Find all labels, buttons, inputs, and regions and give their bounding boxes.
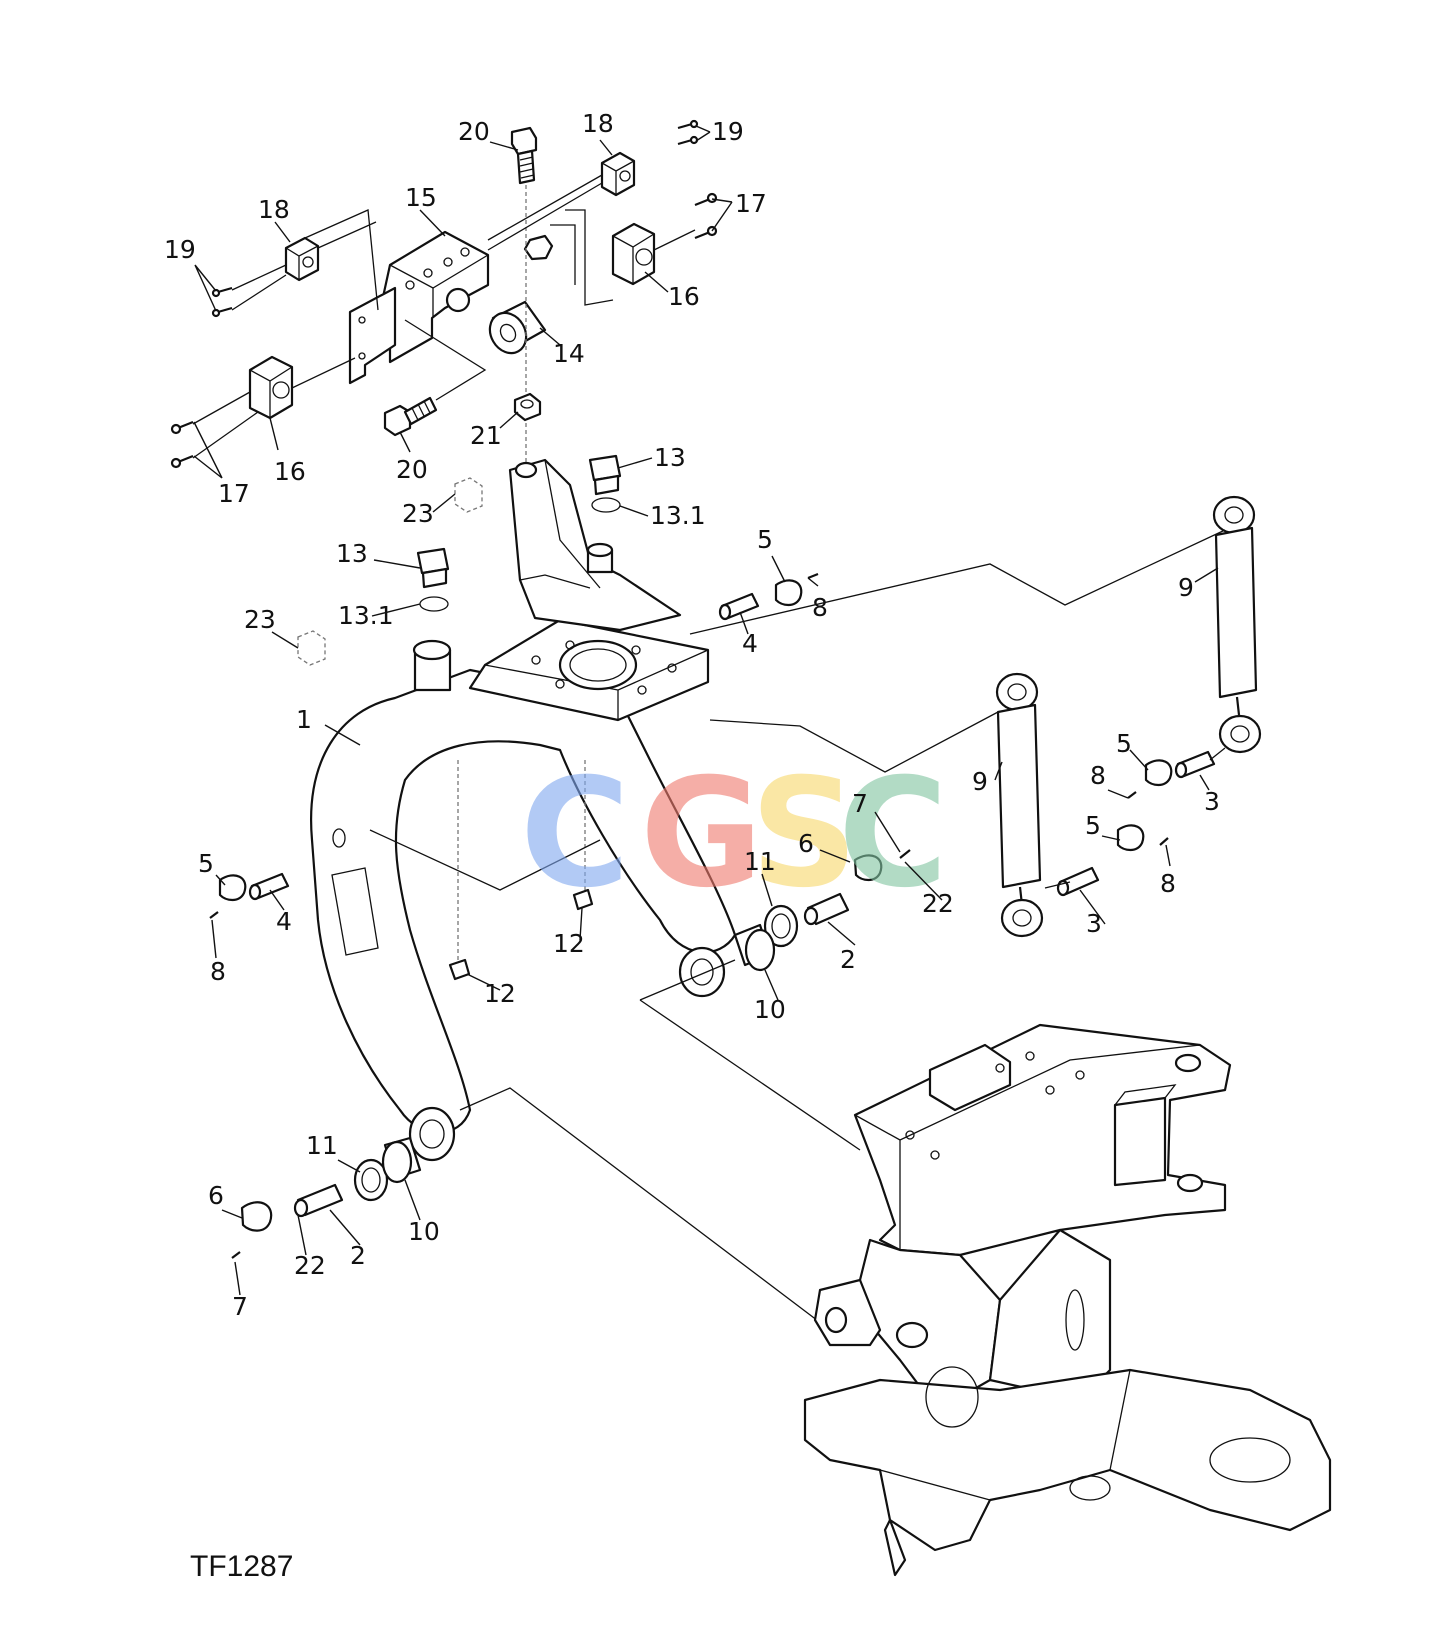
callout-label: 18 [258, 195, 290, 224]
callout-label: 18 [582, 109, 614, 138]
callout-label: 11 [744, 847, 776, 876]
callout-label: 3 [1204, 787, 1220, 816]
figure-code: TF1287 [190, 1550, 293, 1583]
callout-label: 9 [1178, 573, 1194, 602]
callout-leaders [193, 125, 1219, 1296]
callout-label: 6 [208, 1181, 224, 1210]
callout-labels: 20 18 19 18 19 15 17 16 14 16 17 20 21 1… [164, 109, 1220, 1321]
callout-label: 19 [712, 117, 744, 146]
watermark-letter: C [838, 747, 948, 921]
callout-label: 13 [654, 443, 686, 472]
callout-label: 7 [852, 789, 868, 818]
callout-label: 3 [1086, 909, 1102, 938]
callout-label: 12 [484, 979, 516, 1008]
callout-label: 20 [396, 455, 428, 484]
callout-label: 17 [735, 189, 767, 218]
callout-label: 13 [336, 539, 368, 568]
callout-label: 7 [232, 1292, 248, 1321]
callout-label: 5 [757, 525, 773, 554]
mounting-bracket-assembly [170, 119, 718, 469]
watermark-letter: G [640, 747, 763, 921]
callout-label: 23 [402, 499, 434, 528]
callout-label: 2 [350, 1241, 366, 1270]
callout-label: 11 [306, 1131, 338, 1160]
assembly-guide-lines [369, 529, 1226, 1331]
callout-label: 10 [754, 995, 786, 1024]
swing-arm [310, 458, 737, 1162]
pin-set [209, 572, 1216, 1259]
callout-label: 8 [1090, 761, 1106, 790]
callout-label: 17 [218, 479, 250, 508]
watermark: C G S C [520, 747, 948, 921]
chassis-frame [803, 1023, 1332, 1577]
callout-label: 1 [296, 705, 312, 734]
watermark-letter: C [520, 747, 630, 921]
callout-label: 20 [458, 117, 490, 146]
callout-label: 22 [294, 1251, 326, 1280]
callout-label: 19 [164, 235, 196, 264]
callout-label: 2 [840, 945, 856, 974]
plug-set [297, 454, 622, 666]
callout-label: 16 [274, 457, 306, 486]
hydraulic-cylinders [995, 495, 1262, 938]
callout-label: 4 [742, 629, 758, 658]
callout-label: 4 [276, 907, 292, 936]
callout-label: 22 [922, 889, 954, 918]
callout-label: 13.1 [338, 601, 394, 630]
callout-label: 5 [1085, 811, 1101, 840]
callout-label: 8 [1160, 869, 1176, 898]
callout-label: 9 [972, 767, 988, 796]
callout-label: 10 [408, 1217, 440, 1246]
callout-label: 23 [244, 605, 276, 634]
callout-label: 6 [798, 829, 814, 858]
callout-label: 16 [668, 282, 700, 311]
callout-label: 8 [210, 957, 226, 986]
callout-label: 15 [405, 183, 437, 212]
callout-label: 8 [812, 593, 828, 622]
callout-label: 5 [198, 849, 214, 878]
callout-label: 5 [1116, 729, 1132, 758]
callout-label: 12 [553, 929, 585, 958]
callout-label: 13.1 [650, 501, 706, 530]
callout-label: 21 [470, 421, 502, 450]
callout-label: 14 [553, 339, 585, 368]
